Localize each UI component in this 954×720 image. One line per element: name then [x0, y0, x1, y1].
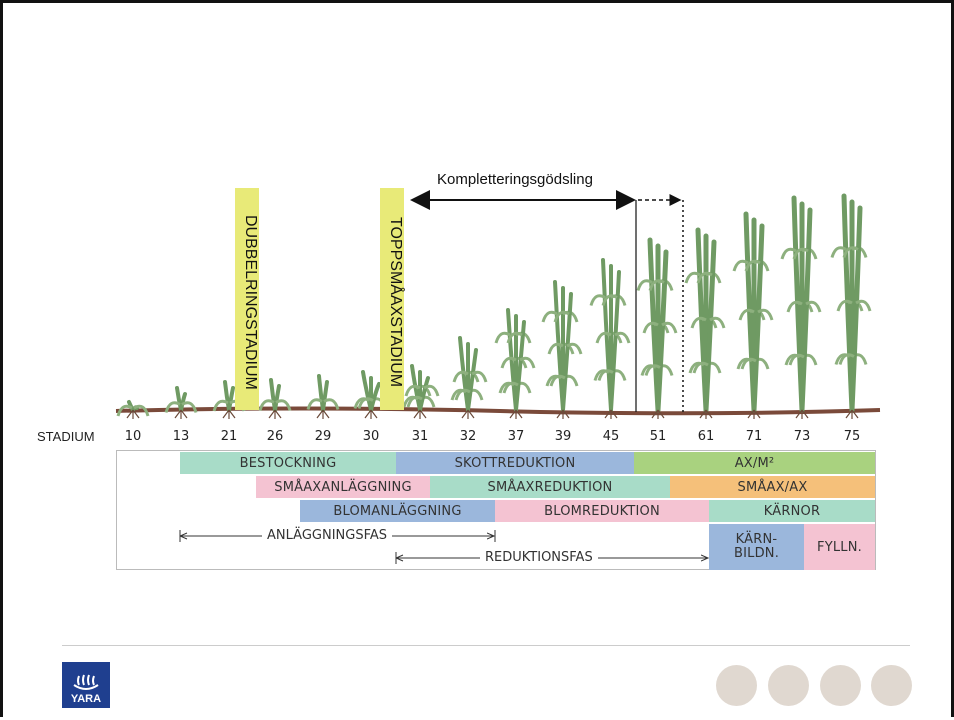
stage-number: 31 [411, 429, 429, 444]
band-kernels: KÄRNOR [709, 500, 875, 522]
stage-number: 30 [362, 429, 380, 444]
terminal-spikelet-stage-label: TOPPSMÅAXSTADIUM [380, 188, 404, 410]
reduction-phase-label: REDUKTIONSFAS [480, 550, 598, 565]
decor-circle-2 [768, 665, 809, 706]
band-spikelet-initiation: SMÅAXANLÄGGNING [256, 476, 430, 498]
stage-number: 73 [793, 429, 811, 444]
stage-number: 71 [745, 429, 763, 444]
wheat-plant [450, 336, 488, 419]
stage-number: 39 [554, 429, 572, 444]
stage-number: 61 [697, 429, 715, 444]
wheat-plant [494, 308, 536, 419]
stage-number: 75 [843, 429, 861, 444]
stage-number: 10 [124, 429, 142, 444]
phase-table [116, 450, 876, 570]
band-shoot-reduction: SKOTTREDUKTION [396, 452, 634, 474]
stage-number: 29 [314, 429, 332, 444]
wheat-plant [780, 195, 822, 419]
stage-axis-title: STADIUM [37, 429, 95, 444]
stage-number: 26 [266, 429, 284, 444]
band-kernel-formation: KÄRN- BILDN. [709, 524, 804, 570]
wheat-plant [353, 370, 387, 419]
wheat-plant [258, 378, 292, 419]
top-dressing-label: Kompletteringsgödsling [437, 171, 593, 188]
wheat-plant [830, 193, 872, 419]
yara-logo: YARA [62, 662, 110, 708]
band-tillering: BESTOCKNING [180, 452, 396, 474]
wheat-plant [684, 227, 726, 419]
wheat-plant [116, 400, 150, 419]
wheat-plant [636, 237, 678, 419]
band-floret-initiation: BLOMANLÄGGNING [300, 500, 495, 522]
stage-number: 45 [602, 429, 620, 444]
wheat-plant [306, 374, 340, 419]
viking-ship-icon [73, 674, 99, 690]
decor-circle-4 [871, 665, 912, 706]
stage-number: 13 [172, 429, 190, 444]
footer-divider [62, 645, 910, 646]
band-floret-reduction: BLOMREDUKTION [495, 500, 709, 522]
decor-circle-3 [820, 665, 861, 706]
band-spikelet-reduction: SMÅAXREDUKTION [430, 476, 670, 498]
stage-number: 32 [459, 429, 477, 444]
logo-text: YARA [70, 693, 102, 705]
band-spikelets-per-ear: SMÅAX/AX [670, 476, 875, 498]
band-grain-fill: FYLLN. [804, 524, 875, 570]
wheat-plant [589, 258, 631, 419]
stage-number: 51 [649, 429, 667, 444]
wheat-plant [164, 386, 198, 419]
wheat-plant [732, 211, 774, 419]
stage-number: 37 [507, 429, 525, 444]
band-ears-per-m2: AX/M² [634, 452, 875, 474]
wheat-plant [541, 280, 583, 419]
establishment-phase-label: ANLÄGGNINGSFAS [262, 528, 393, 543]
stage-number: 21 [220, 429, 238, 444]
doubleridge-stage-label: DUBBELRINGSTADIUM [235, 188, 259, 410]
decor-circle-1 [716, 665, 757, 706]
wheat-plant [402, 364, 440, 419]
